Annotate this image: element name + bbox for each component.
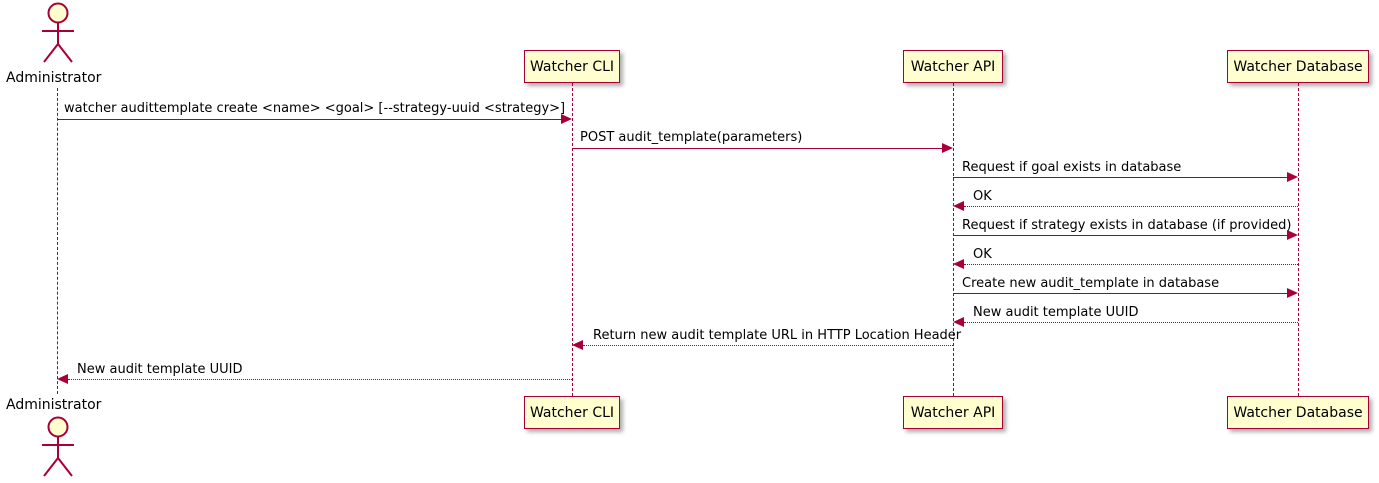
message-line-9 — [583, 345, 953, 346]
message-arrowhead-3 — [1287, 172, 1298, 182]
message-line-6 — [964, 264, 1298, 265]
message-label-1: watcher audittemplate create <name> <goa… — [64, 101, 566, 116]
message-arrowhead-8 — [953, 317, 964, 327]
message-label-4: OK — [973, 189, 992, 204]
message-arrowhead-1 — [561, 114, 572, 124]
participant-watcher-api-bottom[interactable]: Watcher API — [903, 396, 1003, 429]
message-line-8 — [964, 322, 1298, 323]
message-label-7: Create new audit_template in database — [962, 276, 1220, 291]
participant-watcher-cli-top[interactable]: Watcher CLI — [524, 50, 620, 83]
lifeline-administrator — [57, 88, 58, 394]
message-arrowhead-10 — [57, 374, 68, 384]
message-label-10: New audit template UUID — [77, 362, 243, 377]
participant-watcher-api-top[interactable]: Watcher API — [903, 50, 1003, 83]
message-arrowhead-6 — [953, 259, 964, 269]
participant-watcher-database-top[interactable]: Watcher Database — [1227, 50, 1369, 83]
message-line-3 — [953, 177, 1287, 178]
message-label-8: New audit template UUID — [973, 305, 1139, 320]
participant-watcher-database-bottom[interactable]: Watcher Database — [1227, 396, 1369, 429]
message-arrowhead-2 — [942, 143, 953, 153]
message-line-2 — [572, 148, 942, 149]
message-label-3: Request if goal exists in database — [962, 160, 1182, 175]
lifeline-watcher-api — [953, 83, 954, 396]
actor-administrator-bottom-label: Administrator — [6, 397, 102, 413]
actor-administrator-bottom-icon — [42, 416, 74, 477]
actor-administrator-top-icon — [42, 2, 74, 63]
message-arrowhead-9 — [572, 340, 583, 350]
message-line-4 — [964, 206, 1298, 207]
actor-administrator-top-label: Administrator — [6, 70, 102, 86]
lifeline-watcher-cli — [572, 83, 573, 396]
message-arrowhead-7 — [1287, 288, 1298, 298]
message-arrowhead-5 — [1287, 230, 1298, 240]
message-label-6: OK — [973, 247, 992, 262]
message-line-7 — [953, 293, 1287, 294]
message-label-9: Return new audit template URL in HTTP Lo… — [593, 328, 962, 343]
message-line-1 — [57, 119, 561, 120]
message-arrowhead-4 — [953, 201, 964, 211]
participant-watcher-cli-bottom[interactable]: Watcher CLI — [524, 396, 620, 429]
message-label-2: POST audit_template(parameters) — [580, 130, 803, 145]
message-line-5 — [953, 235, 1287, 236]
message-line-10 — [68, 379, 572, 380]
lifeline-watcher-database — [1298, 83, 1299, 396]
message-label-5: Request if strategy exists in database (… — [962, 218, 1292, 233]
